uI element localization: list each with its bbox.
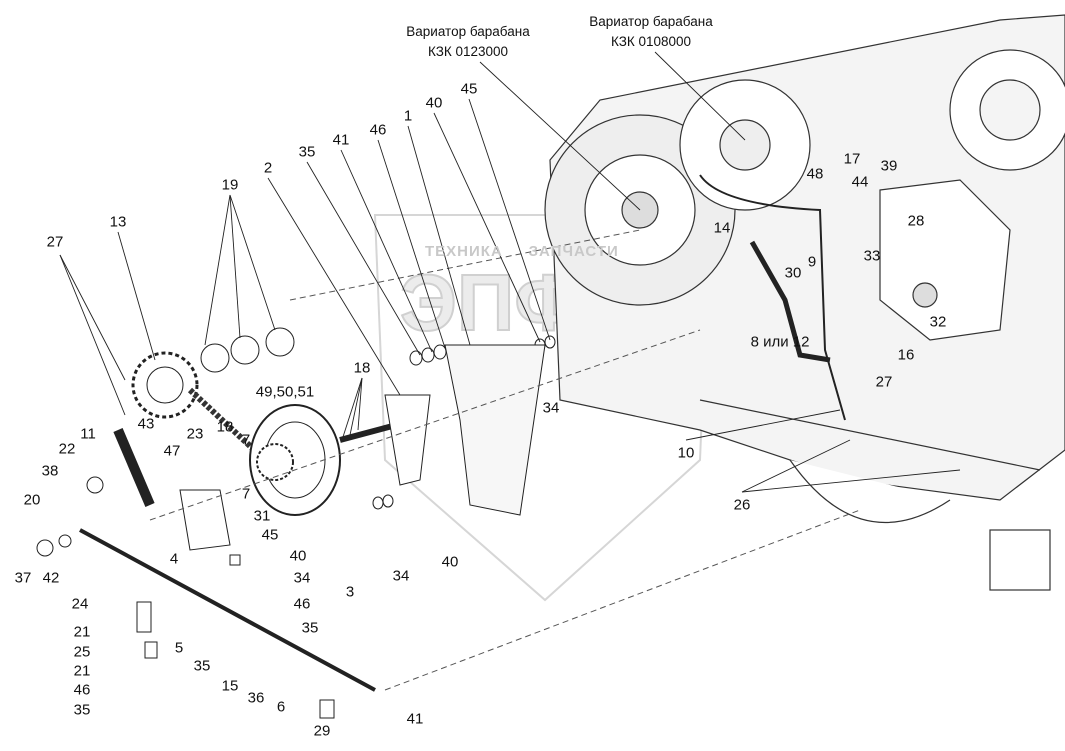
guard-plate bbox=[444, 344, 546, 516]
callout-label: 45 bbox=[261, 526, 279, 544]
callout-label: 38 bbox=[41, 462, 59, 480]
link-rod bbox=[749, 240, 831, 363]
alignment-lines bbox=[149, 229, 861, 691]
callout-label: 40 bbox=[425, 94, 443, 112]
small-parts bbox=[36, 476, 335, 719]
callout-label: 46 bbox=[369, 121, 387, 139]
callout-label: 34 bbox=[392, 567, 410, 585]
callout-label: 46 bbox=[73, 681, 91, 699]
spring bbox=[136, 601, 158, 659]
callout-label: 37 bbox=[14, 569, 32, 587]
title-line: КЗК 0108000 bbox=[610, 34, 692, 49]
watermark-text: ТЕХНИКА ЗАПЧАСТИ bbox=[425, 243, 619, 260]
callout-label: 1 bbox=[403, 107, 413, 125]
watermark-left: ТЕХНИКА bbox=[425, 243, 503, 260]
callout-label: 28 bbox=[907, 212, 925, 230]
callout-label: 34 bbox=[293, 569, 311, 587]
callout-label: 35 bbox=[298, 143, 316, 161]
callout-label: 43 bbox=[137, 415, 155, 433]
tensioner-arm bbox=[113, 428, 155, 507]
title-line: Вариатор барабана bbox=[406, 24, 530, 39]
cable bbox=[699, 174, 846, 421]
leader-lines bbox=[59, 51, 961, 493]
callout-label: 11 bbox=[80, 425, 96, 443]
callout-label: 26 bbox=[733, 496, 751, 514]
callout-label: 25 bbox=[73, 643, 91, 661]
callout-label: 4 bbox=[169, 550, 179, 568]
callout-label: 29 bbox=[313, 722, 331, 740]
bracket bbox=[179, 489, 231, 551]
callout-label: 35 bbox=[193, 657, 211, 675]
callout-label: 8 или 12 bbox=[750, 333, 810, 351]
callout-label: 48 bbox=[806, 165, 824, 183]
callout-label: 7 bbox=[241, 485, 251, 503]
callout-label: 5 bbox=[174, 639, 184, 657]
callout-label: 46 bbox=[293, 595, 311, 613]
callout-label: 42 bbox=[42, 569, 60, 587]
callout-label: 7 bbox=[241, 431, 251, 449]
watermark-right: ЗАПЧАСТИ bbox=[528, 243, 619, 260]
combine-frame bbox=[544, 14, 1065, 591]
callout-label: 23 bbox=[186, 425, 204, 443]
callout-label: 24 bbox=[71, 595, 89, 613]
callout-label: 13 bbox=[109, 213, 127, 231]
callout-label: 17 bbox=[843, 150, 861, 168]
callout-label: 21 bbox=[73, 662, 91, 680]
bracket-plate bbox=[384, 394, 431, 486]
callout-label: 36 bbox=[247, 689, 265, 707]
callout-label: 9 bbox=[807, 253, 817, 271]
title-line: КЗК 0123000 bbox=[427, 44, 509, 59]
tension-rod bbox=[79, 528, 376, 692]
callout-label: 41 bbox=[406, 710, 424, 728]
callout-title-variator-0123000: Вариатор барабана КЗК 0123000 bbox=[406, 22, 529, 62]
callout-label: 33 bbox=[863, 247, 881, 265]
callout-label: 40 bbox=[289, 547, 307, 565]
callout-label: 35 bbox=[73, 701, 91, 719]
callout-label: 21 bbox=[73, 623, 91, 641]
callout-label: 16 bbox=[897, 346, 915, 364]
callout-label: 22 bbox=[58, 440, 76, 458]
callout-label: 30 bbox=[784, 264, 802, 282]
title-line: Вариатор барабана bbox=[589, 14, 713, 29]
callout-label: 39 bbox=[880, 157, 898, 175]
callout-label: 2 bbox=[263, 159, 273, 177]
callout-label: 47 bbox=[163, 442, 181, 460]
callout-label: 6 bbox=[276, 698, 286, 716]
pulley bbox=[249, 404, 341, 516]
callout-label: 15 bbox=[221, 677, 239, 695]
callout-label: 41 bbox=[332, 131, 350, 149]
callout-label: 19 bbox=[221, 176, 239, 194]
gaskets bbox=[200, 327, 295, 373]
callout-label: 40 bbox=[441, 553, 459, 571]
callout-title-variator-0108000: Вариатор барабана КЗК 0108000 bbox=[589, 12, 712, 52]
callout-label: 20 bbox=[23, 491, 41, 509]
callout-label: 10 bbox=[677, 444, 695, 462]
callout-label: 34 bbox=[542, 399, 560, 417]
callout-label: 32 bbox=[929, 313, 947, 331]
callout-label: 18 bbox=[216, 418, 234, 436]
callout-label: 14 bbox=[713, 219, 731, 237]
callout-label: 45 bbox=[460, 80, 478, 98]
callout-label: 31 bbox=[253, 507, 271, 525]
callout-label: 44 bbox=[851, 173, 869, 191]
callout-label: 49,50,51 bbox=[255, 383, 315, 401]
callout-label: 27 bbox=[46, 233, 64, 251]
callout-label: 18 bbox=[353, 359, 371, 377]
callout-label: 35 bbox=[301, 619, 319, 637]
sprocket bbox=[131, 351, 199, 419]
callout-label: 27 bbox=[875, 373, 893, 391]
callout-label: 3 bbox=[345, 583, 355, 601]
